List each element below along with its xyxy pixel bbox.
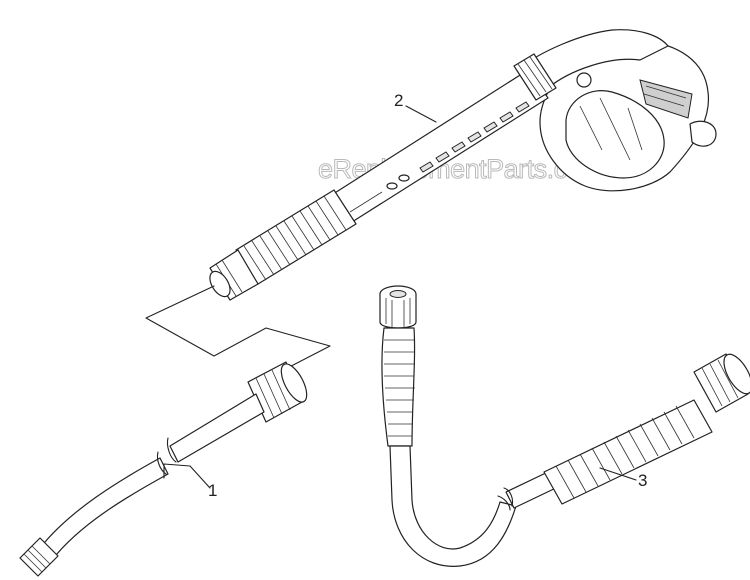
- gun-trigger: [639, 79, 693, 119]
- callout-label-2: 2: [394, 91, 403, 110]
- callout-label-3: 3: [638, 471, 647, 490]
- gun-barrel: [329, 69, 549, 223]
- callout-3: 3: [599, 467, 647, 490]
- high-pressure-hose: [19, 361, 308, 577]
- connection-bracket: [145, 285, 331, 379]
- callout-1: 1: [163, 463, 217, 500]
- flexible-spray-lance: [379, 285, 750, 567]
- trigger-gun: [209, 29, 717, 301]
- hose-end-fitting: [19, 537, 59, 577]
- callout-2: 2: [394, 91, 437, 123]
- callout-label-1: 1: [208, 481, 217, 500]
- barrel-slots: [349, 101, 530, 213]
- gun-corrugated-sleeve: [235, 189, 357, 285]
- lance-top-nut: [379, 294, 417, 329]
